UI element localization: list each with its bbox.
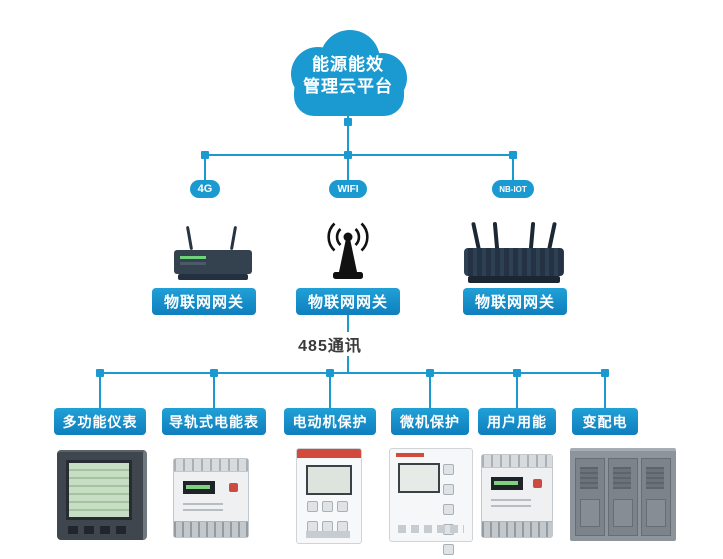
cabinet-door [641, 458, 671, 536]
gateway-label-3: 物联网网关 [463, 288, 567, 315]
router-body [174, 250, 252, 274]
antenna-icon [229, 225, 238, 251]
cloud-title-line2: 管理云平台 [303, 77, 393, 96]
cabinet-panel [646, 499, 666, 527]
node-top-1 [201, 151, 209, 159]
router-base [468, 276, 560, 283]
label-text-lines [183, 503, 223, 515]
node-cloud [344, 118, 352, 126]
gateway-label-1: 物联网网关 [152, 288, 256, 315]
cabinet-panel [580, 499, 600, 527]
router-body [464, 248, 564, 276]
antenna-icon [471, 221, 481, 251]
cloud-platform: 能源能效 管理云平台 [270, 26, 426, 126]
connector-badge-1 [204, 156, 206, 182]
din-rail-meter-image [173, 458, 249, 538]
router-base [178, 274, 248, 280]
connector-device-3 [329, 374, 331, 408]
cabinet-panel [613, 499, 633, 527]
node-top-3 [509, 151, 517, 159]
label-text-lines [491, 499, 531, 511]
device-slot [306, 531, 350, 538]
device-keys [441, 462, 467, 559]
connector-top-horizontal [204, 154, 514, 156]
antenna-icon [528, 221, 536, 251]
node-bus-5 [513, 369, 521, 377]
indicator-light [533, 479, 542, 488]
terminal-strip [482, 455, 552, 468]
device-label-din-rail-meter: 导轨式电能表 [162, 408, 266, 435]
node-bus-1 [96, 369, 104, 377]
node-bus-3 [326, 369, 334, 377]
cloud-title-line1: 能源能效 [312, 55, 384, 74]
badge-nb-iot: NB-IOT [492, 180, 534, 198]
device-label-microcomputer-protection: 微机保护 [391, 408, 469, 435]
device-label-multifunction-meter: 多功能仪表 [54, 408, 146, 435]
router-4g-icon [172, 225, 254, 282]
terminal-strip [174, 459, 248, 472]
connector-bus-horizontal [99, 372, 607, 374]
router-nbiot-icon [464, 221, 564, 284]
meter-buttons [68, 526, 128, 534]
cabinet-vent [580, 467, 598, 489]
brand-strip [396, 453, 424, 457]
connector-cloud-vertical [347, 116, 349, 156]
microcomputer-protection-image [389, 448, 473, 555]
node-top-2 [344, 151, 352, 159]
device-screen [398, 463, 440, 493]
switchgear-cabinet-image [570, 448, 676, 541]
antenna-icon [185, 225, 194, 251]
connector-device-4 [429, 374, 431, 408]
meter-display [183, 481, 215, 494]
indicator-light [229, 483, 238, 492]
brand-strip [297, 449, 361, 458]
device-label-motor-protection: 电动机保护 [284, 408, 376, 435]
device-button-row [398, 525, 464, 533]
terminal-strip [174, 521, 248, 537]
multifunction-meter-image [57, 450, 147, 540]
connector-badge-3 [512, 156, 514, 182]
cabinet-door [575, 458, 605, 536]
antenna-icon [492, 221, 500, 251]
gateway-label-2: 物联网网关 [296, 288, 400, 315]
motor-protection-image [296, 448, 362, 544]
cabinet-vent [613, 467, 631, 489]
node-bus-6 [601, 369, 609, 377]
badge-4g: 4G [190, 180, 220, 198]
connector-device-5 [516, 374, 518, 408]
node-bus-2 [210, 369, 218, 377]
cabinet-door [608, 458, 638, 536]
cabinet-vent [646, 467, 664, 489]
cloud-icon [291, 30, 407, 116]
device-label-user-energy: 用户用能 [478, 408, 556, 435]
device-label-power-distribution: 变配电 [572, 408, 638, 435]
wifi-antenna-icon [320, 220, 376, 284]
cloud-title: 能源能效 管理云平台 [270, 54, 426, 98]
connector-device-2 [213, 374, 215, 408]
terminal-strip [482, 521, 552, 537]
node-bus-4 [426, 369, 434, 377]
antenna-icon [547, 221, 557, 251]
meter-lcd-screen [66, 460, 132, 520]
connector-badge-2 [347, 156, 349, 182]
badge-wifi: WIFI [329, 180, 367, 198]
connector-device-1 [99, 374, 101, 408]
user-energy-meter-image [481, 454, 553, 538]
bus-label-485: 485通讯 [278, 332, 382, 356]
device-screen [306, 465, 352, 495]
connector-device-6 [604, 374, 606, 408]
meter-display [491, 477, 523, 490]
